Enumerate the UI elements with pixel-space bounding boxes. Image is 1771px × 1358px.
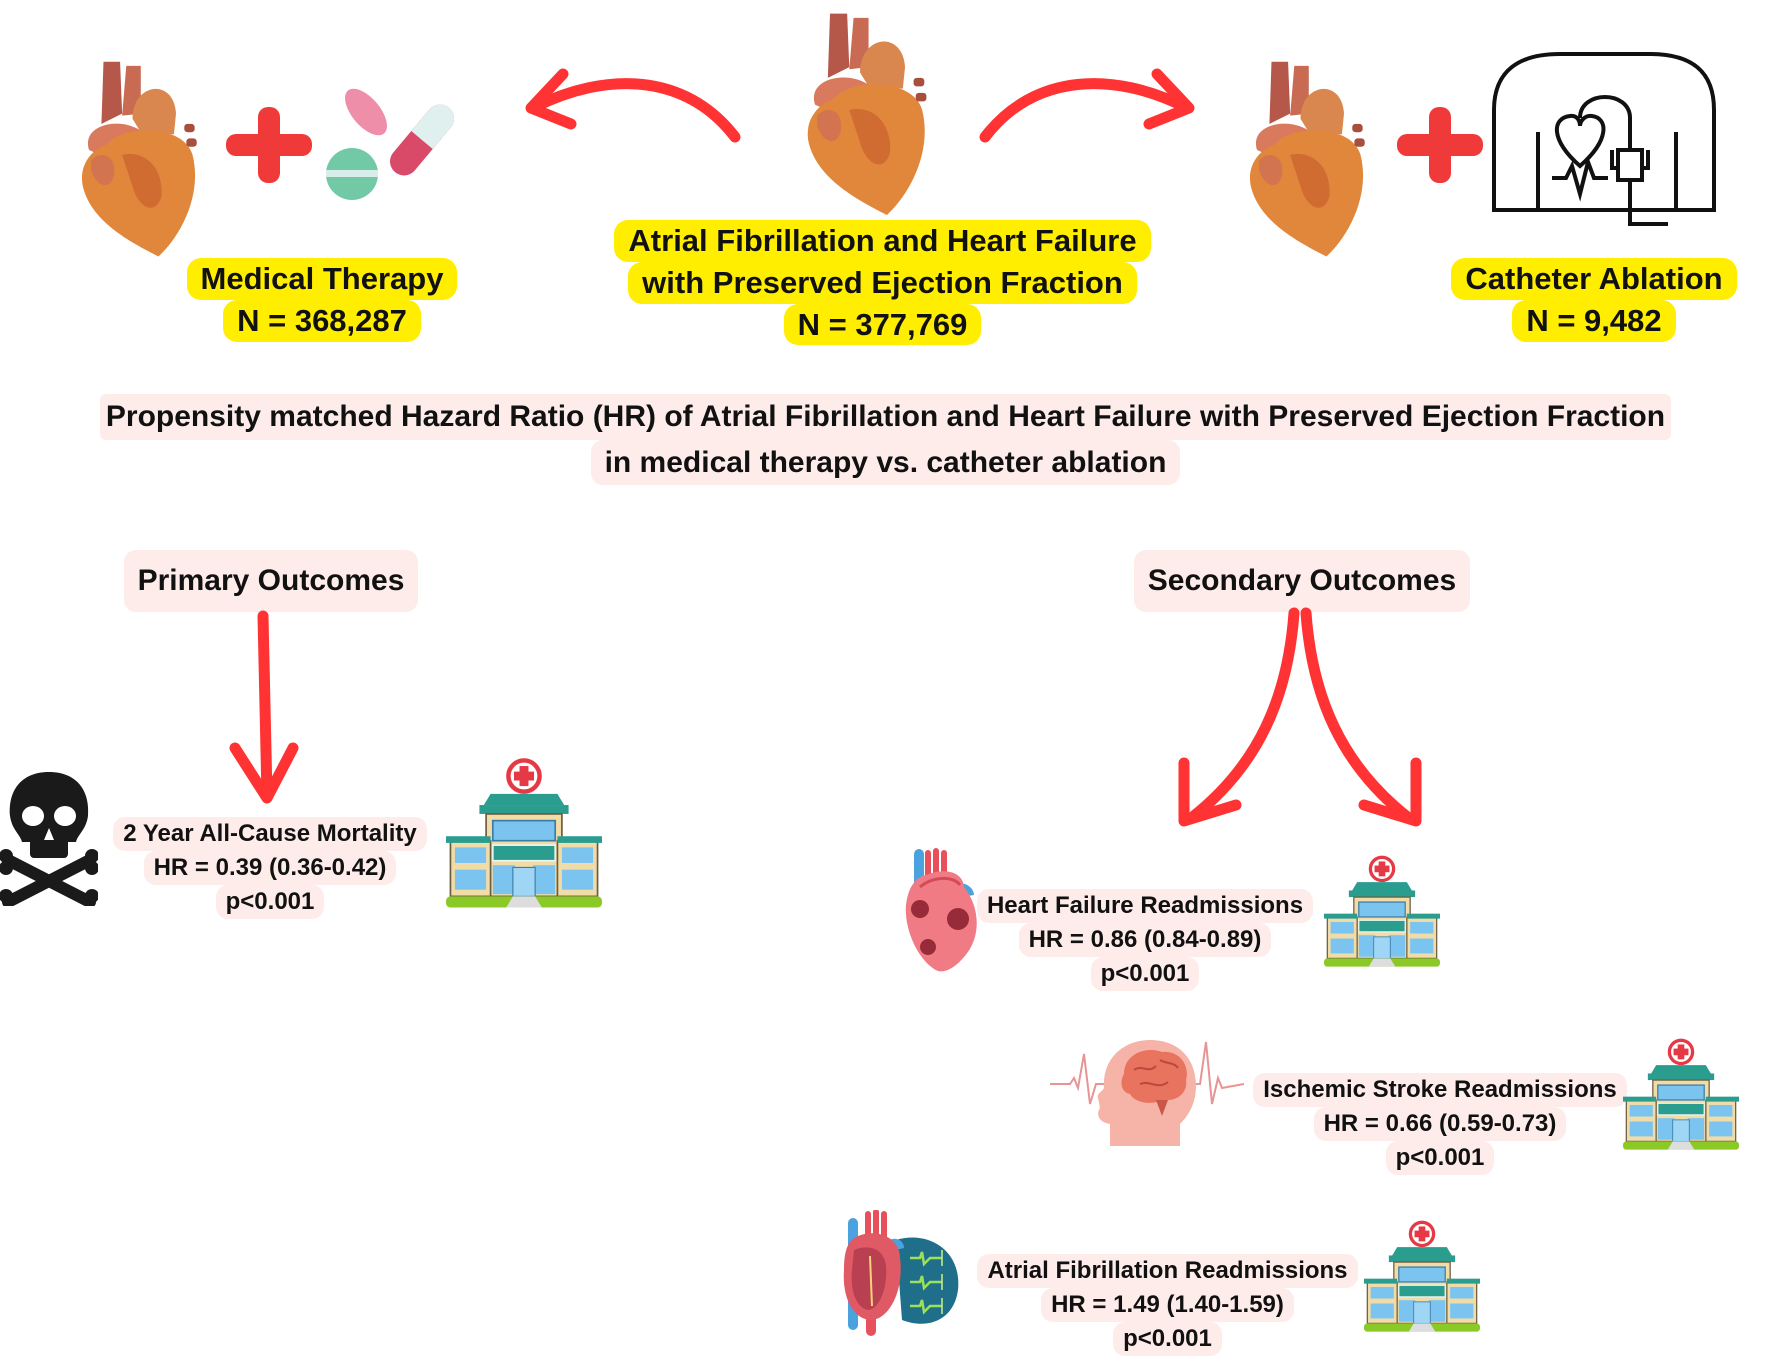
brain-stroke-icon xyxy=(1050,1034,1244,1154)
heart-anatomy-icon-center xyxy=(785,0,935,220)
outcome-name: 2 Year All-Cause Mortality xyxy=(113,817,427,851)
hospital-icon xyxy=(1364,1218,1480,1336)
outcome-mortality: 2 Year All-Cause Mortality HR = 0.39 (0.… xyxy=(100,817,440,919)
population-label: Atrial Fibrillation and Heart Failure wi… xyxy=(580,220,1185,346)
outcome-hr: HR = 0.86 (0.84-0.89) xyxy=(1018,923,1272,957)
skull-crossbones-icon xyxy=(0,768,98,906)
headline-line2: in medical therapy vs. catheter ablation xyxy=(590,439,1181,485)
outcome-ischemic-stroke: Ischemic Stroke Readmissions HR = 0.66 (… xyxy=(1250,1073,1630,1175)
catheter-ablation-label: Catheter Ablation N = 9,482 xyxy=(1432,258,1756,342)
outcome-name: Atrial Fibrillation Readmissions xyxy=(977,1254,1358,1288)
outcome-hr: HR = 0.39 (0.36-0.42) xyxy=(143,851,397,885)
secondary-outcomes-heading-text: Secondary Outcomes xyxy=(1133,550,1471,612)
outcome-atrial-fibrillation: Atrial Fibrillation Readmissions HR = 1.… xyxy=(970,1254,1365,1356)
outcome-p: p<0.001 xyxy=(1113,1322,1222,1356)
outcome-p: p<0.001 xyxy=(1385,1141,1495,1175)
medical-therapy-n: N = 368,287 xyxy=(223,299,421,342)
hospital-icon xyxy=(446,755,602,913)
population-n: N = 377,769 xyxy=(783,303,982,346)
population-title-line2: with Preserved Ejection Fraction xyxy=(628,261,1137,304)
secondary-outcomes-heading: Secondary Outcomes xyxy=(1112,550,1492,612)
outcome-hr: HR = 0.66 (0.59-0.73) xyxy=(1313,1107,1567,1141)
arrow-to-medical-therapy xyxy=(515,62,745,147)
plus-icon-right xyxy=(1397,107,1483,183)
primary-outcomes-heading-text: Primary Outcomes xyxy=(123,550,419,612)
catheter-ablation-title: Catheter Ablation xyxy=(1451,258,1737,300)
hospital-icon xyxy=(1623,1036,1739,1154)
primary-outcomes-heading: Primary Outcomes xyxy=(107,550,435,612)
medical-therapy-title: Medical Therapy xyxy=(186,258,458,300)
plus-icon-left xyxy=(226,107,312,183)
medical-therapy-label: Medical Therapy N = 368,287 xyxy=(170,258,474,342)
catheter-ablation-n: N = 9,482 xyxy=(1512,299,1676,342)
outcome-name: Ischemic Stroke Readmissions xyxy=(1253,1073,1627,1107)
arrow-to-catheter-ablation xyxy=(975,62,1205,147)
catheter-ablation-icon xyxy=(1490,50,1718,230)
arrows-to-secondary-outcomes xyxy=(1170,605,1430,835)
heart-anatomy-icon-right xyxy=(1228,50,1373,260)
pills-icon xyxy=(322,88,464,203)
headline: Propensity matched Hazard Ratio (HR) of … xyxy=(0,394,1771,485)
atrial-fibrillation-heart-icon xyxy=(838,1210,968,1340)
outcome-name: Heart Failure Readmissions xyxy=(976,889,1314,923)
hospital-icon xyxy=(1324,853,1440,971)
heart-failure-icon xyxy=(902,847,982,975)
outcome-hr: HR = 1.49 (1.40-1.59) xyxy=(1041,1288,1294,1322)
outcome-heart-failure: Heart Failure Readmissions HR = 0.86 (0.… xyxy=(975,889,1315,991)
headline-line1: Propensity matched Hazard Ratio (HR) of … xyxy=(99,394,1672,440)
heart-anatomy-icon-left xyxy=(60,50,205,260)
population-title-line1: Atrial Fibrillation and Heart Failure xyxy=(614,220,1151,262)
outcome-p: p<0.001 xyxy=(215,885,325,919)
outcome-p: p<0.001 xyxy=(1090,957,1200,991)
arrow-to-primary-outcome xyxy=(225,610,305,810)
